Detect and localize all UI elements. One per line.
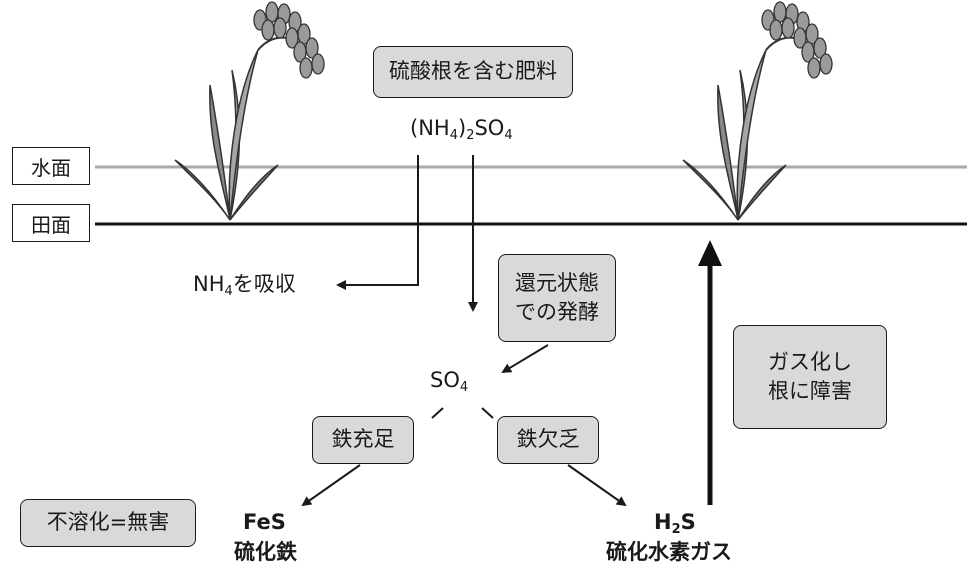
fertilizer-formula: (NH4)2SO4 xyxy=(410,116,513,143)
sulfate-text: SO4 xyxy=(430,368,469,395)
arrow-reduction-to-sulfate xyxy=(501,344,549,374)
arrow-to-fes xyxy=(301,464,361,507)
h2s-name: 硫化水素ガス xyxy=(606,540,732,564)
rice-plant-icon xyxy=(682,1,833,221)
reduction-box: 還元状態 での発酵 xyxy=(498,254,616,342)
split-right-line xyxy=(481,407,494,419)
water-surface-label: 水面 xyxy=(12,147,90,185)
arrow-h2s-to-root-head xyxy=(698,240,722,266)
field-surface-label: 田面 xyxy=(12,204,90,242)
fes-name: 硫化鉄 xyxy=(234,540,297,564)
arrow-to-h2s xyxy=(567,464,627,507)
iron-deficient-box: 鉄欠乏 xyxy=(497,416,599,464)
h2s-formula: H2S xyxy=(654,510,696,537)
iron-sufficient-box: 鉄充足 xyxy=(312,416,414,464)
rice-plant-icon xyxy=(174,1,325,221)
arrow-to-absorb xyxy=(336,155,419,290)
fertilizer-box: 硫酸根を含む肥料 xyxy=(373,46,573,98)
fes-formula: FeS xyxy=(243,510,286,534)
gas-damage-box: ガス化し 根に障害 xyxy=(733,325,887,429)
absorb-text: NH4を吸収 xyxy=(193,272,296,299)
harmless-box: 不溶化=無害 xyxy=(20,499,196,547)
split-left-line xyxy=(431,407,444,419)
